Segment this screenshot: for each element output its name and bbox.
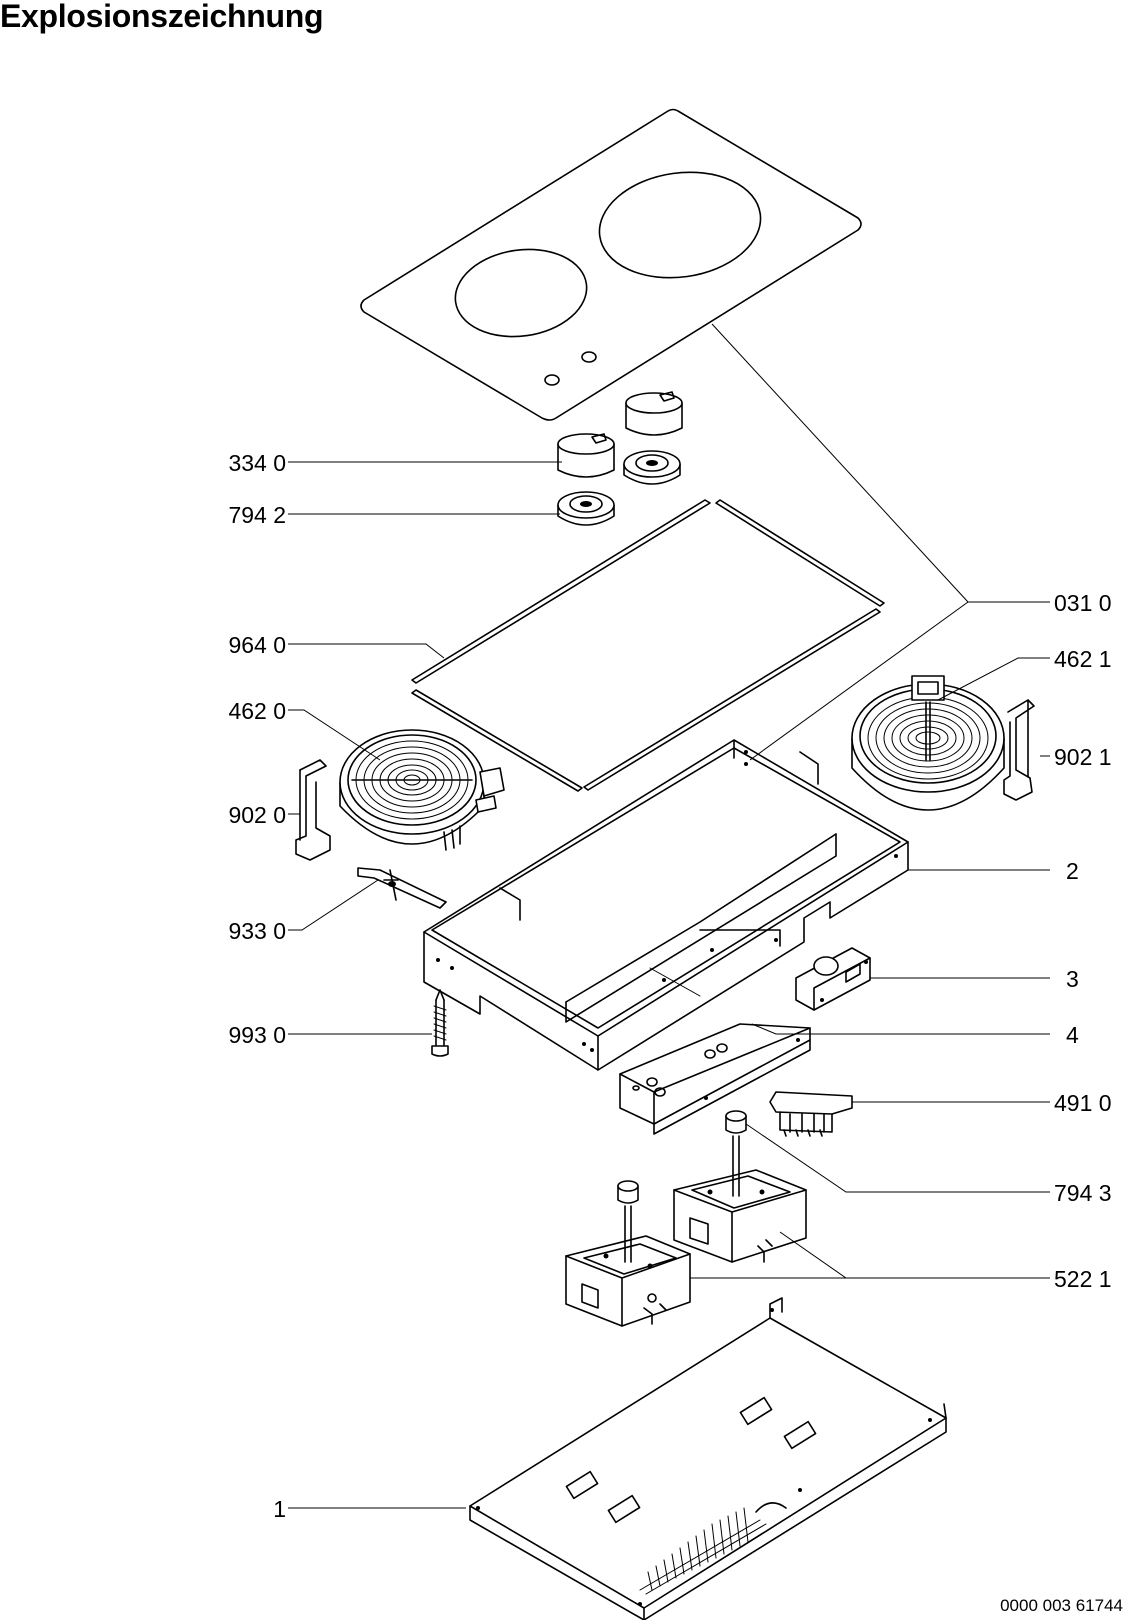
control-knob-right [625,391,683,436]
energy-regulator-right [673,1135,807,1263]
control-knob-left [557,433,615,478]
label-794-2: 794 2 [228,502,286,528]
heater-clip [357,867,447,909]
knob-base-left [557,491,615,526]
label-3: 3 [1066,966,1079,992]
label-902-1: 902 1 [1054,744,1112,770]
bottom-tray [469,1297,947,1620]
document-number: 0000 003 61744 [1000,1596,1123,1615]
knob-adapter-right [725,1110,747,1134]
label-491-0: 491 0 [1054,1090,1112,1116]
label-902-0: 902 0 [228,802,286,828]
mounting-bracket-left [295,759,331,861]
radiant-heater-right [851,675,1005,811]
label-462-0: 462 0 [228,698,286,724]
label-933-0: 933 0 [228,918,286,944]
radiant-heater-left [339,729,505,851]
switch-mounting-plate [619,1023,811,1135]
label-031-0: 031 0 [1054,590,1112,616]
energy-regulator-left [565,1205,691,1327]
label-993-0: 993 0 [228,1022,286,1048]
label-334-0: 334 0 [228,450,286,476]
knob-base-right [623,450,681,485]
leader-lines [288,323,1050,1509]
fixing-screw [431,989,449,1057]
label-1: 1 [273,1496,286,1522]
glass-ceramic-top [360,108,862,421]
label-4: 4 [1066,1022,1079,1048]
knob-adapter-left [617,1180,639,1204]
label-462-1: 462 1 [1054,646,1112,672]
label-522-1: 522 1 [1054,1266,1112,1292]
label-2: 2 [1066,858,1079,884]
sealing-strips [411,499,885,792]
mounting-bracket-right [1003,699,1035,801]
label-964-0: 964 0 [228,632,286,658]
terminal-holder [795,947,871,1011]
terminal-block [769,1091,853,1137]
page-title: Explosionszeichnung [0,0,324,34]
label-794-3: 794 3 [1054,1180,1112,1206]
